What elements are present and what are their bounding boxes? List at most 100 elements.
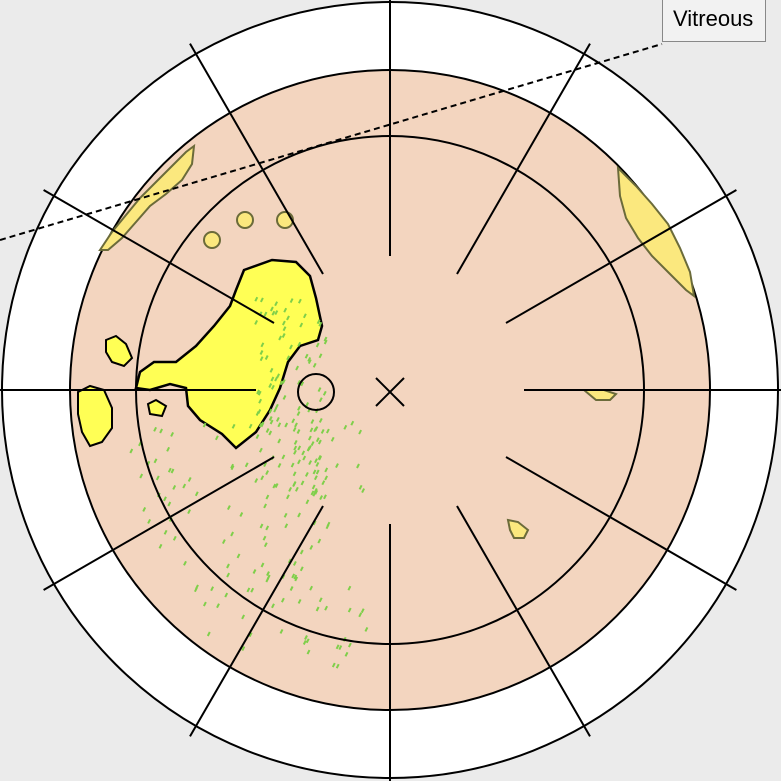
laser-mark (335, 663, 340, 669)
laser-mark (281, 597, 285, 603)
x-mark-icon (375, 377, 405, 407)
laser-mark (318, 597, 323, 603)
laser-mark (182, 483, 187, 489)
laser-mark (195, 584, 199, 590)
laser-mark (290, 462, 295, 468)
laser-mark (265, 525, 270, 531)
laser-mark (308, 435, 312, 441)
laser-mark (305, 638, 310, 644)
clock-spoke (43, 456, 275, 591)
laser-mark (282, 394, 287, 400)
laser-mark (265, 470, 269, 476)
laser-mark (295, 365, 299, 371)
laser-mark (283, 512, 288, 518)
patch-left-upper (105, 334, 134, 368)
vitreous-label[interactable]: Vitreous (662, 0, 767, 42)
laser-mark (268, 383, 273, 388)
laser-mark (277, 462, 282, 468)
laser-mark (304, 635, 308, 640)
clock-spoke (43, 189, 275, 324)
laser-mark (153, 426, 157, 432)
laser-mark (194, 491, 199, 497)
laser-mark (286, 315, 290, 321)
laser-mark (241, 646, 246, 652)
laser-mark (227, 505, 231, 511)
laser-mark (289, 586, 294, 591)
laser-mark (298, 298, 302, 304)
laser-mark (302, 640, 307, 645)
laser-mark (309, 544, 314, 550)
laser-mark (289, 344, 293, 350)
laser-mark (236, 553, 241, 559)
laser-mark (274, 301, 278, 307)
laser-mark (166, 446, 170, 452)
laser-mark (293, 445, 298, 451)
clock-spoke (189, 43, 324, 275)
laser-mark (360, 608, 365, 614)
laser-mark (358, 484, 363, 490)
laser-mark (222, 539, 226, 545)
laser-mark (292, 471, 297, 477)
laser-mark (318, 321, 323, 327)
laser-mark (305, 402, 309, 407)
laser-mark (315, 342, 320, 348)
laser-mark (318, 439, 322, 445)
laser-mark (250, 587, 255, 593)
laser-mark (129, 448, 134, 454)
laser-mark (273, 407, 277, 413)
laser-mark (304, 353, 309, 359)
laser-mark (271, 603, 275, 609)
laser-mark (260, 342, 265, 348)
laser-mark (159, 428, 163, 434)
laser-mark (287, 558, 292, 564)
laser-mark (297, 598, 302, 604)
optic-disc (297, 373, 335, 411)
laser-mark (312, 491, 317, 497)
laser-mark (258, 422, 263, 428)
hole-3 (276, 211, 294, 229)
laser-mark (284, 523, 289, 529)
laser-mark (305, 499, 310, 505)
laser-mark (259, 523, 264, 529)
laser-mark (170, 468, 175, 474)
laser-mark (202, 422, 207, 428)
laser-mark (147, 518, 151, 524)
laser-mark (268, 416, 273, 421)
laser-mark (270, 306, 274, 312)
laser-mark (315, 437, 320, 443)
laser-mark (308, 445, 312, 451)
laser-mark (323, 494, 327, 500)
laser-mark (297, 405, 301, 411)
laser-mark (246, 587, 251, 593)
laser-mark (255, 434, 260, 440)
laser-mark (297, 512, 301, 518)
lattice-degeneration-upper-left (98, 143, 196, 251)
laser-mark (293, 439, 298, 445)
laser-mark (215, 435, 219, 441)
laser-mark (338, 645, 343, 651)
laser-mark (260, 562, 265, 568)
laser-mark (320, 428, 325, 434)
laser-mark (279, 628, 284, 634)
laser-mark (297, 459, 301, 465)
laser-mark (307, 359, 312, 365)
laser-mark (347, 607, 352, 613)
laser-mark (293, 560, 297, 566)
laser-mark (302, 455, 307, 461)
laser-mark (278, 335, 282, 341)
hole-2 (236, 211, 254, 229)
laser-mark (313, 488, 318, 493)
laser-mark (284, 422, 289, 428)
laser-mark (260, 475, 265, 481)
laser-mark (317, 538, 322, 544)
laser-mark (293, 574, 298, 580)
laser-mark (210, 586, 214, 592)
laser-mark (282, 326, 287, 332)
laser-mark (315, 469, 320, 475)
laser-mark (310, 441, 315, 447)
laser-mark (264, 355, 269, 360)
patch-right-lower (506, 518, 530, 539)
laser-mark (286, 355, 290, 361)
laser-mark (269, 367, 274, 373)
